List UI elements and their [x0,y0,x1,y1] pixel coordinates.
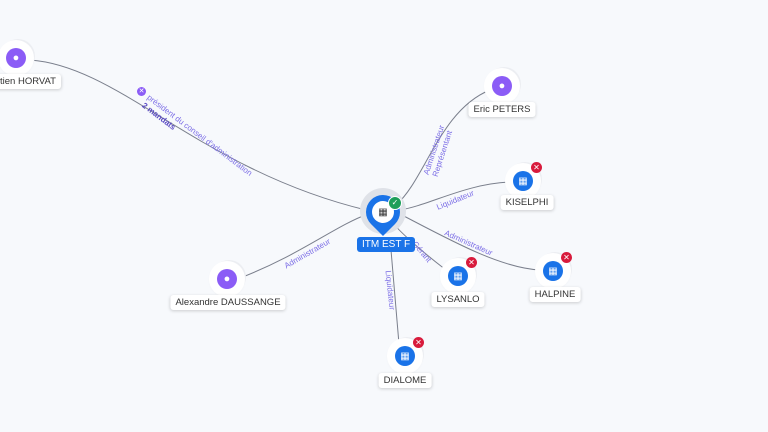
node-lysanlo[interactable]: ▦✕ [443,257,477,291]
person-icon: ● [6,48,26,68]
node-peters[interactable]: ● [487,71,517,101]
closed-icon: ✕ [413,337,424,348]
edge-daussange [239,213,369,279]
closed-icon: ✕ [466,257,477,268]
node-daussange[interactable]: ● [212,264,242,294]
closed-icon: ✕ [561,252,572,263]
node-label-horvat[interactable]: tien HORVAT [0,74,61,89]
edge-peters [395,89,491,206]
person-icon: ● [217,269,237,289]
building-icon: ▦ [513,171,533,191]
edge-horvat [29,59,367,211]
node-label-kiselphi[interactable]: KISELPHI [500,195,554,210]
person-icon: ● [492,76,512,96]
edge-dialome [390,249,400,345]
node-label-halpine[interactable]: HALPINE [529,287,581,302]
node-label-peters[interactable]: Eric PETERS [468,102,536,117]
node-label-lysanlo[interactable]: LYSANLO [431,292,485,307]
building-icon: ▦ [395,346,415,366]
node-dialome[interactable]: ▦✕ [390,337,424,371]
node-label-dialome[interactable]: DIALOME [378,373,432,388]
edge-kiselphi [399,181,511,211]
node-horvat[interactable]: ● [1,43,31,73]
node-kiselphi[interactable]: ▦✕ [508,162,542,196]
building-icon: ▦ [543,261,563,281]
building-icon: ▦ [448,266,468,286]
edge-halpine [399,213,541,271]
center-label[interactable]: ITM EST F [357,237,416,252]
closed-icon: ✕ [531,162,542,173]
edge-label-horvat-icon: ✕ [137,87,146,96]
node-label-daussange[interactable]: Alexandre DAUSSANGE [170,295,286,310]
active-check-icon: ✓ [388,196,402,210]
node-halpine[interactable]: ▦✕ [538,252,572,286]
